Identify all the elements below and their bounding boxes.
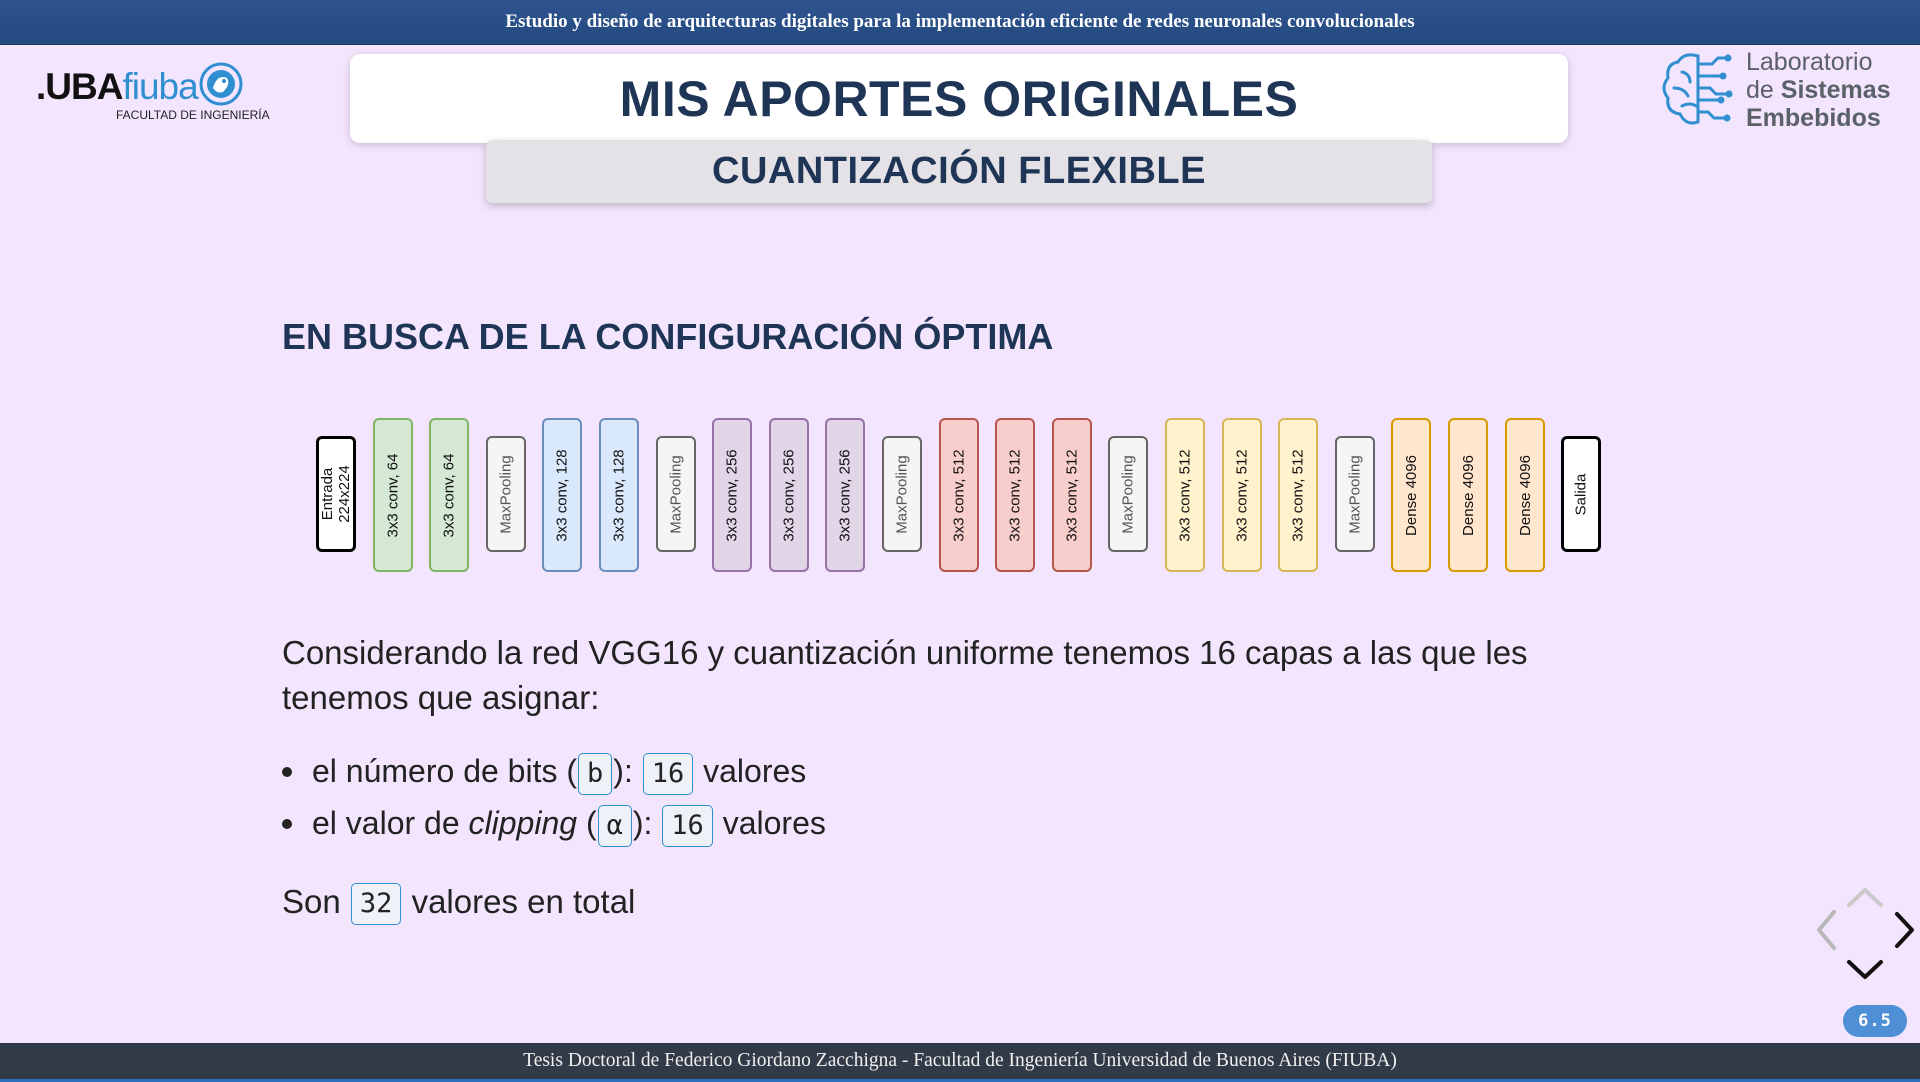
conv-layer: 3x3 conv, 512 (1222, 418, 1262, 572)
conv-layer: 3x3 conv, 512 (995, 418, 1035, 572)
page-number-badge[interactable]: 6.5 (1843, 1005, 1907, 1037)
layer-label: Salida (1572, 473, 1590, 515)
brain-circuit-icon (1662, 53, 1733, 125)
layer-label: 3x3 conv, 512 (1176, 448, 1194, 542)
description-paragraph: Considerando la red VGG16 y cuantización… (282, 634, 1528, 716)
conv-layer: 3x3 conv, 512 (939, 418, 979, 572)
nav-up-arrow-icon[interactable] (1847, 888, 1883, 907)
layer-label: 3x3 conv, 512 (950, 448, 968, 542)
nav-left-arrow-icon[interactable] (1817, 910, 1836, 950)
nav-down-arrow-icon[interactable] (1847, 960, 1883, 979)
layer-label: 3x3 conv, 512 (1233, 448, 1251, 542)
maxpool-layer: MaxPooling (882, 436, 922, 552)
lse-logo-text: Laboratorio de Sistemas Embebidos (1746, 48, 1891, 132)
io-layer: Entrada 224x224 (316, 436, 356, 552)
bullet-text-pre: el número de bits ( (312, 753, 578, 789)
thesis-title: Estudio y diseño de arquitecturas digita… (505, 11, 1415, 32)
conv-layer: 3x3 conv, 128 (542, 418, 582, 572)
layer-label: 3x3 conv, 128 (610, 448, 628, 542)
maxpool-layer: MaxPooling (1108, 436, 1148, 552)
bullet-text-post: valores (694, 753, 807, 789)
lse-line-1: Laboratorio (1746, 48, 1873, 76)
layer-label: 3x3 conv, 256 (836, 448, 854, 542)
conv-layer: 3x3 conv, 512 (1278, 418, 1318, 572)
page-number: 6.5 (1858, 1011, 1892, 1031)
fiuba-emblem-icon (199, 62, 243, 106)
layer-label: 3x3 conv, 512 (1006, 448, 1024, 542)
nav-right-arrow-icon[interactable] (1895, 912, 1914, 948)
conv-layer: 3x3 conv, 128 (599, 418, 639, 572)
layer-label: 3x3 conv, 64 (384, 453, 402, 537)
layer-label: 3x3 conv, 128 (553, 448, 571, 542)
bits-symbol: b (578, 752, 613, 795)
bullet-text-mid: ): (613, 753, 642, 789)
lse-line-2-bold: Sistemas (1780, 76, 1891, 104)
bullet-list: el número de bits (b): 16 valores el val… (282, 745, 826, 849)
slide-title: MIS APORTES ORIGINALES (350, 54, 1568, 143)
dense-layer: Dense 4096 (1448, 418, 1488, 572)
uba-logo-name: fiuba (122, 66, 198, 107)
layer-label: Dense 4096 (1459, 454, 1477, 536)
section-heading: EN BUSCA DE LA CONFIGURACIÓN ÓPTIMA (282, 316, 1054, 357)
maxpool-layer: MaxPooling (656, 436, 696, 552)
clipping-count: 16 (662, 804, 713, 847)
clipping-term: clipping (468, 805, 578, 841)
clipping-symbol: α (597, 804, 632, 847)
conv-layer: 3x3 conv, 256 (712, 418, 752, 572)
presentation-footer: Tesis Doctoral de Federico Giordano Zacc… (0, 1043, 1920, 1082)
conv-layer: 3x3 conv, 512 (1165, 418, 1205, 572)
bullet-clipping: el valor de clipping (α): 16 valores (282, 797, 826, 849)
total-text-pre: Son (282, 883, 350, 920)
layer-label: MaxPooling (1119, 454, 1137, 534)
layer-label: 3x3 conv, 512 (1289, 448, 1307, 542)
uba-logo-subtitle: FACULTAD DE INGENIERÍA (116, 108, 270, 122)
lse-line-2-plain: de (1746, 76, 1781, 104)
bullet-bits: el número de bits (b): 16 valores (282, 745, 826, 797)
total-text-post: valores en total (402, 883, 636, 920)
dense-layer: Dense 4096 (1505, 418, 1545, 572)
layer-label: MaxPooling (497, 454, 515, 534)
layer-label: 3x3 conv, 256 (780, 448, 798, 542)
conv-layer: 3x3 conv, 512 (1052, 418, 1092, 572)
conv-layer: 3x3 conv, 256 (769, 418, 809, 572)
layer-label: MaxPooling (1346, 454, 1364, 534)
bullet-text-mid: ): (632, 805, 662, 841)
layer-label: 3x3 conv, 256 (723, 448, 741, 542)
slide-subtitle: CUANTIZACIÓN FLEXIBLE (486, 140, 1432, 203)
lse-line-3-bold: Embebidos (1746, 104, 1881, 132)
bullet-dot (282, 767, 292, 777)
uba-logo-prefix: .UBA (36, 66, 123, 107)
lse-logo: Laboratorio de Sistemas Embebidos (1660, 48, 1900, 134)
total-count: 32 (350, 883, 402, 926)
conv-layer: 3x3 conv, 64 (373, 418, 413, 572)
layer-label: MaxPooling (667, 454, 685, 534)
footer-text: Tesis Doctoral de Federico Giordano Zacc… (523, 1050, 1397, 1071)
uba-logo-wordmark: .UBAfiuba (36, 66, 199, 108)
maxpool-layer: MaxPooling (486, 436, 526, 552)
layer-label: 3x3 conv, 512 (1063, 448, 1081, 542)
io-layer: Salida (1561, 436, 1601, 552)
layer-label: MaxPooling (893, 454, 911, 534)
bits-count: 16 (642, 752, 694, 795)
presentation-header: Estudio y diseño de arquitecturas digita… (0, 0, 1920, 45)
layer-label: 3x3 conv, 64 (440, 453, 458, 537)
layer-label: Dense 4096 (1516, 454, 1534, 536)
conv-layer: 3x3 conv, 256 (825, 418, 865, 572)
bullet-dot (282, 819, 292, 829)
navigation-controls (1817, 888, 1914, 979)
uba-fiuba-logo: .UBAfiuba FACULTAD DE INGENIERÍA (36, 60, 270, 126)
lse-line-2: de Sistemas (1746, 76, 1891, 104)
dense-layer: Dense 4096 (1391, 418, 1431, 572)
bullet-text-post: valores (713, 805, 826, 841)
lse-line-3: Embebidos (1746, 104, 1891, 132)
conv-layer: 3x3 conv, 64 (429, 418, 469, 572)
maxpool-layer: MaxPooling (1335, 436, 1375, 552)
vgg16-diagram: Entrada 224x224 3x3 conv, 64 3x3 conv, 64 M… (316, 418, 1604, 572)
total-line: Son 32 valores en total (282, 880, 636, 926)
layer-label: Dense 4096 (1402, 454, 1420, 536)
bullet-text-pre: el valor de (312, 805, 469, 841)
layer-label: Entrada 224x224 (319, 465, 353, 523)
